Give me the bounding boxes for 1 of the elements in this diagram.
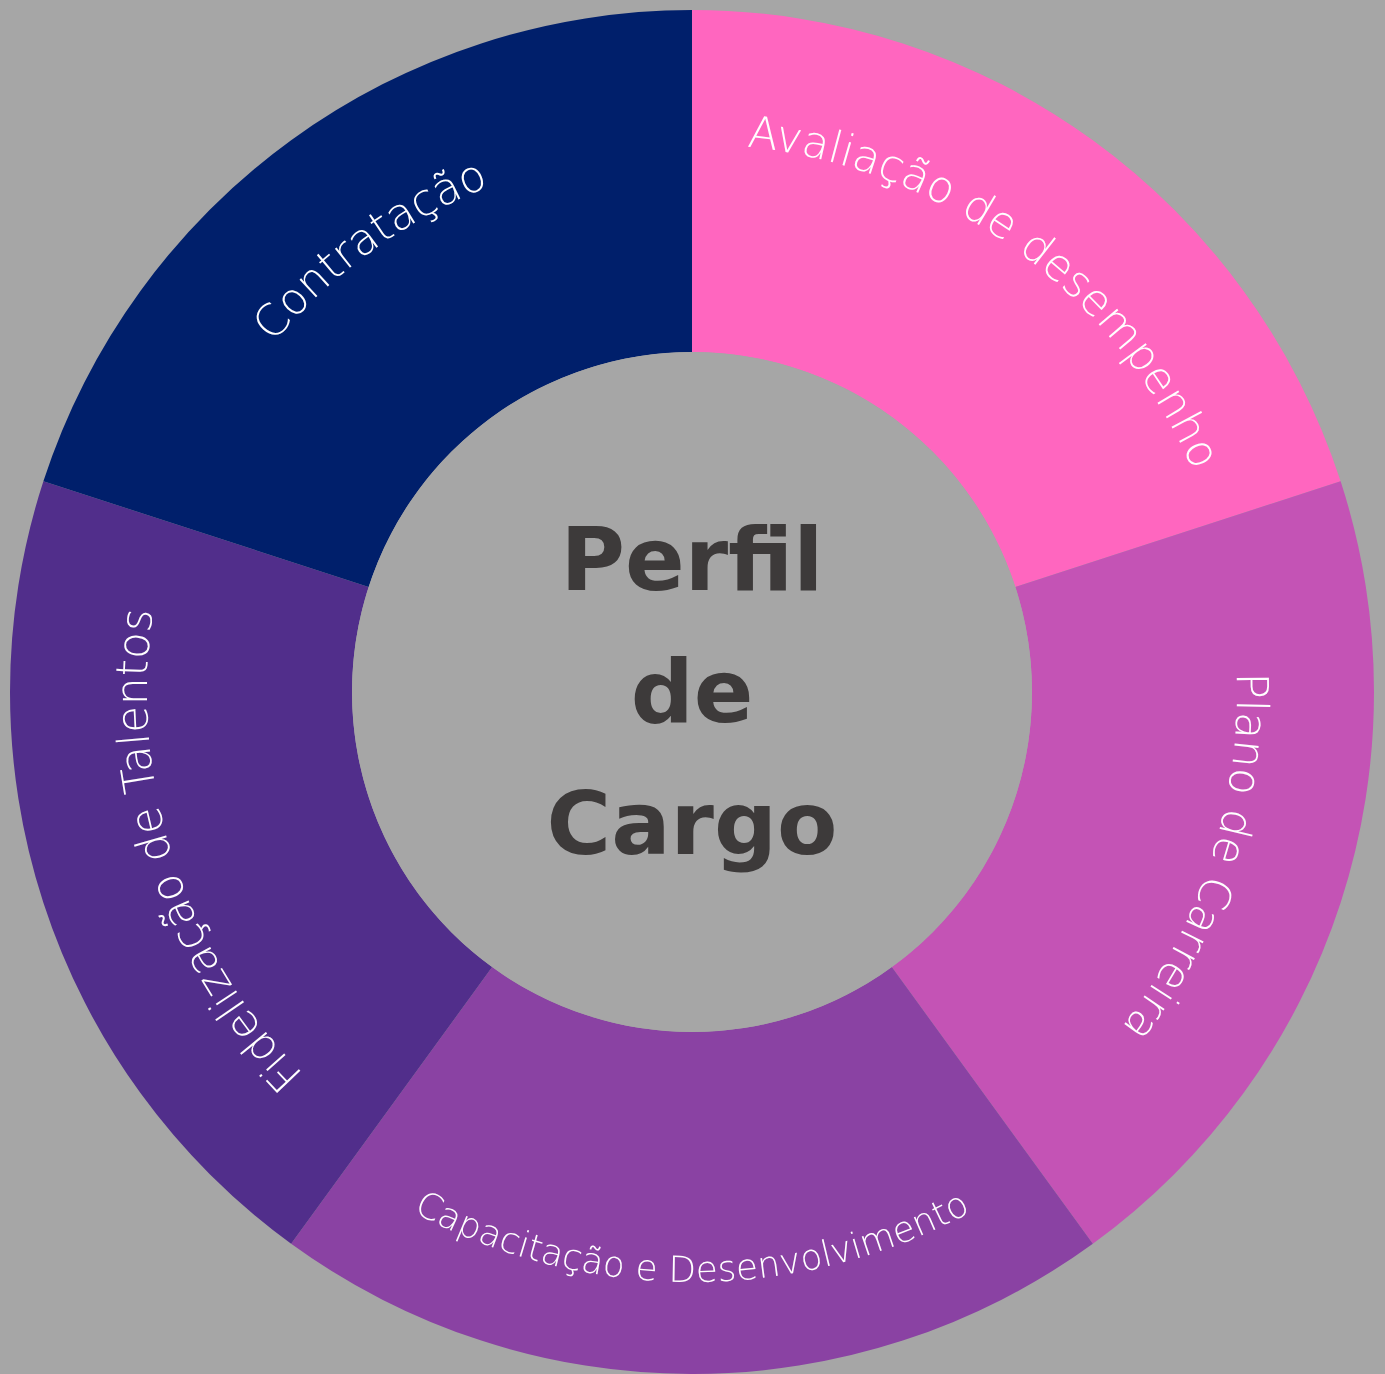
center-title: Perfil de Cargo (545, 507, 839, 877)
